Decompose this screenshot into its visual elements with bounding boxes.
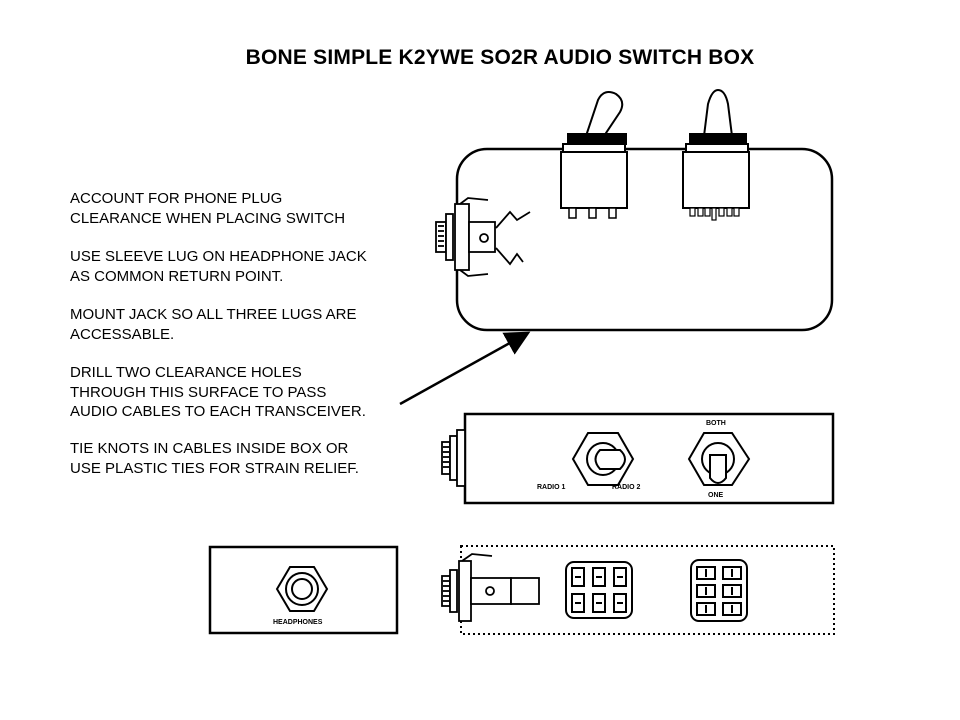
headphone-jack-bottom: [441, 553, 540, 622]
headphones-label: HEADPHONES: [273, 619, 323, 626]
headphone-jack-top: [435, 197, 531, 277]
note-mount-jack: MOUNT JACK SO ALL THREE LUGS ARE ACCESSA…: [70, 305, 356, 344]
front-panel: RADIO 1 RADIO 2 BOTH ONE: [441, 412, 835, 505]
both-label: BOTH: [706, 420, 726, 427]
note-line: THROUGH THIS SURFACE TO PASS: [70, 383, 327, 401]
toggle-switch-right: [682, 88, 750, 221]
note-tie-knots: TIE KNOTS IN CABLES INSIDE BOX OR USE PL…: [70, 439, 359, 478]
box-top-view: [435, 88, 834, 332]
note-drill-holes: DRILL TWO CLEARANCE HOLES THROUGH THIS S…: [70, 363, 366, 422]
note-line: MOUNT JACK SO ALL THREE LUGS ARE: [70, 306, 357, 323]
note-line: AS COMMON RETURN POINT.: [70, 267, 284, 285]
toggle-switch-left: [560, 91, 628, 219]
note-line: USE SLEEVE LUG ON HEADPHONE JACK: [70, 248, 367, 265]
end-panel: HEADPHONES: [208, 545, 399, 635]
note-phone-plug-clearance: ACCOUNT FOR PHONE PLUG CLEARANCE WHEN PL…: [70, 189, 345, 228]
switch-lugs-right: [690, 559, 748, 622]
toggle-nut-both-one: [687, 432, 751, 486]
one-label: ONE: [708, 492, 724, 499]
box-outline: [455, 147, 834, 332]
note-line: USE PLASTIC TIES FOR STRAIN RELIEF.: [70, 459, 359, 477]
note-line: ACCOUNT FOR PHONE PLUG: [70, 190, 283, 207]
page-title: BONE SIMPLE K2YWE SO2R AUDIO SWITCH BOX: [245, 46, 755, 69]
note-line: CLEARANCE WHEN PLACING SWITCH: [70, 209, 346, 227]
note-line: AUDIO CABLES TO EACH TRANSCEIVER.: [70, 403, 366, 420]
note-sleeve-lug: USE SLEEVE LUG ON HEADPHONE JACK AS COMM…: [70, 247, 367, 286]
headphone-jack-front: [441, 429, 466, 487]
radio2-label: RADIO 2: [612, 484, 641, 491]
switch-lugs-left: [565, 561, 633, 619]
bottom-view: [441, 545, 835, 635]
toggle-nut-radio: [571, 432, 635, 486]
pointer-arrow: [399, 331, 531, 406]
note-line: DRILL TWO CLEARANCE HOLES: [70, 364, 302, 381]
note-line: ACCESSABLE.: [70, 325, 175, 343]
note-line: TIE KNOTS IN CABLES INSIDE BOX OR: [70, 440, 349, 457]
radio1-label: RADIO 1: [537, 484, 566, 491]
